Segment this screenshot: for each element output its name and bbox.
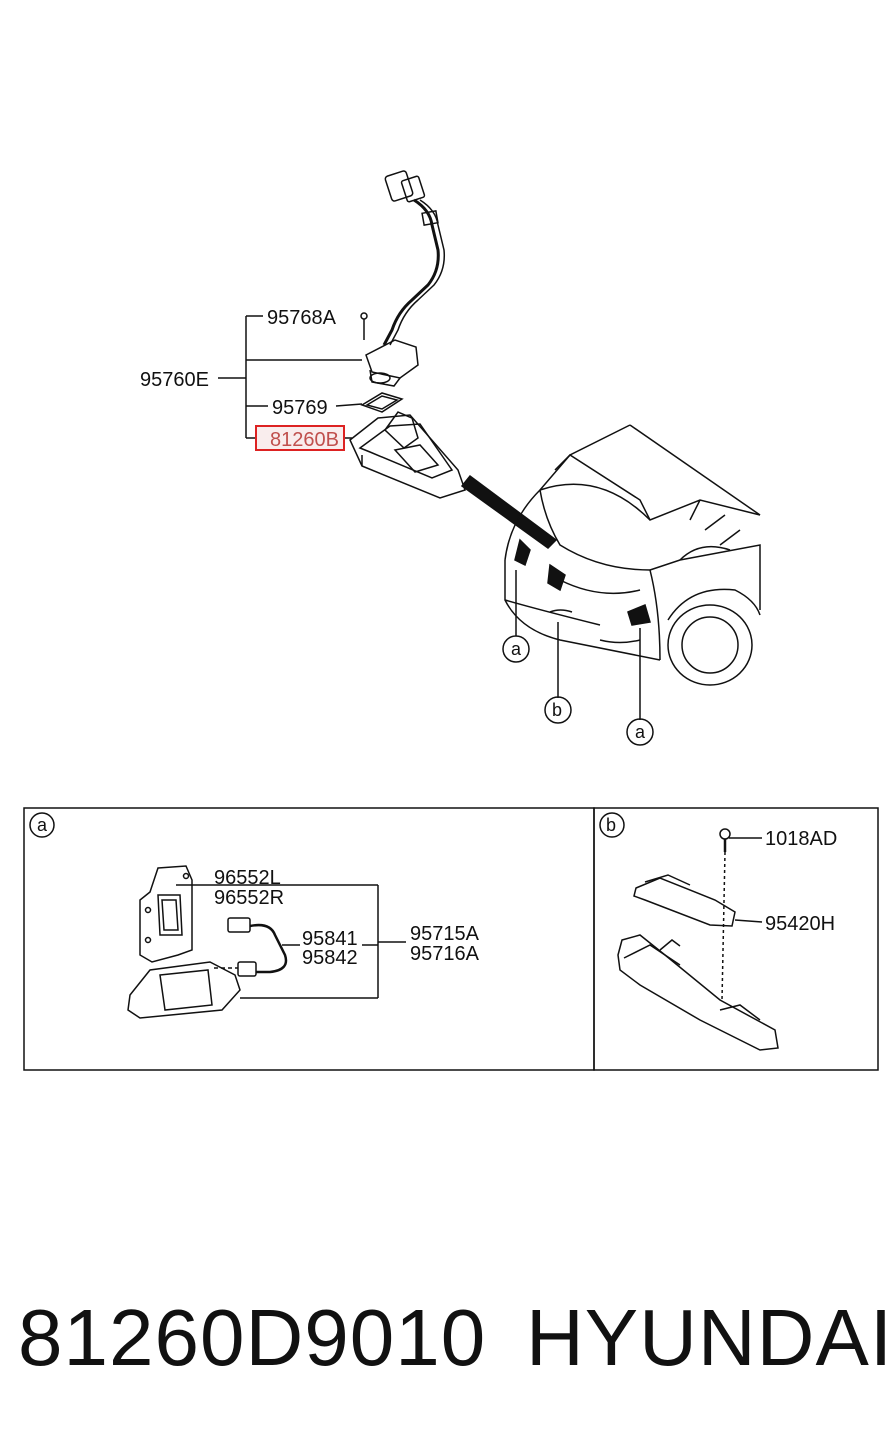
label-95768A: 95768A (267, 307, 337, 329)
callout-circle-a-right (626, 718, 654, 746)
pointer-wedge (460, 474, 558, 549)
garnish-housing-illustration (349, 411, 466, 499)
camera-cable-illustration (382, 170, 446, 346)
label-95420H: 95420H (765, 913, 835, 935)
panel-b-frame (593, 807, 879, 1071)
panel-a-tag-circle (29, 812, 55, 838)
label-95716A: 95716A (410, 943, 480, 965)
panel-b-tag-circle (599, 812, 625, 838)
callout-a-right-label: a (635, 722, 646, 742)
callout-circle-a-left (502, 635, 530, 663)
vehicle-rear-illustration (504, 424, 761, 686)
callout-leaders (515, 570, 641, 720)
panel-a-illustration (127, 865, 406, 1019)
camera-unit-illustration (360, 312, 419, 387)
label-95769: 95769 (272, 397, 328, 419)
panel-a-tag: a (37, 815, 48, 835)
main-leader-lines (218, 315, 363, 439)
label-95842: 95842 (302, 947, 358, 969)
label-95715A: 95715A (410, 923, 480, 945)
label-96552R: 96552R (214, 887, 284, 909)
panel-b-illustration (617, 828, 779, 1051)
callout-b-label: b (552, 700, 562, 720)
label-95841: 95841 (302, 928, 358, 950)
callout-circle-b (544, 696, 572, 724)
label-1018AD: 1018AD (765, 828, 837, 850)
part-number: 81260D9010 (18, 1293, 487, 1382)
footer: 81260D9010 HYUNDAI (0, 1290, 886, 1400)
label-96552L: 96552L (214, 867, 281, 889)
panel-b-tag: b (606, 815, 616, 835)
brand-name: HYUNDAI (526, 1293, 886, 1382)
gasket-illustration (360, 392, 404, 413)
callout-a-left-label: a (511, 639, 522, 659)
label-81260B-highlighted: 81260B (270, 429, 339, 451)
highlight-box (255, 425, 345, 451)
label-95760E: 95760E (140, 369, 209, 391)
